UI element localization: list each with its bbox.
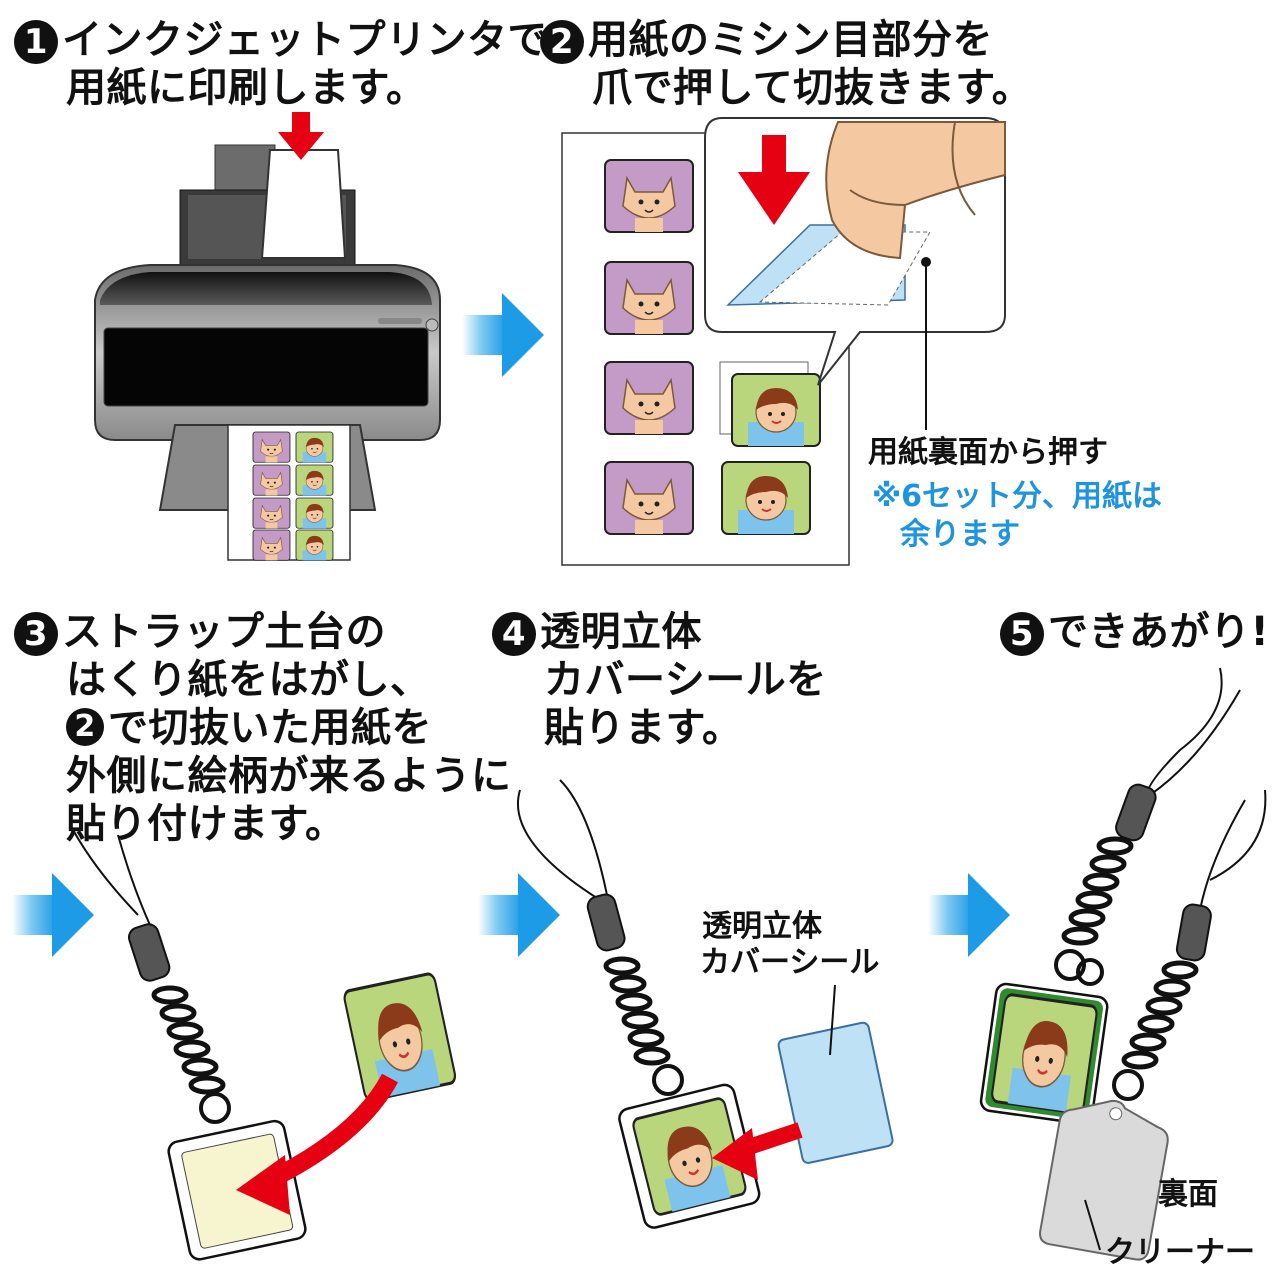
- step-3-inline-ref: 2: [66, 708, 104, 746]
- back-side-label: 裏面: [1158, 1177, 1218, 1212]
- strap-finished: [979, 667, 1267, 1261]
- step-arrow-2: [12, 873, 94, 957]
- cleaner-label: クリーナー: [1105, 1235, 1255, 1270]
- cover-seal-label-2: カバーシール: [700, 945, 880, 980]
- step-2-line-1: 用紙のミシン目部分を: [588, 17, 993, 63]
- step-2-number: 2: [540, 20, 584, 64]
- strap-step4: [516, 779, 894, 1229]
- step-1-line-2: 用紙に印刷します。: [66, 65, 427, 111]
- step-4-line-1: 透明立体: [540, 609, 702, 655]
- step-4-line-2: カバーシールを: [544, 657, 827, 703]
- step-1-line-1: インクジェットプリンタで: [62, 17, 548, 63]
- note-line-2: 余ります: [900, 517, 1020, 552]
- cover-seal-label-1: 透明立体: [702, 909, 822, 944]
- step-3-line-4: 外側に絵柄が来るように: [66, 753, 512, 799]
- step-3-line-5: 貼り付けます。: [66, 801, 346, 847]
- step-1-number: 1: [14, 20, 58, 64]
- step-3-line-3: で切抜いた用紙を: [108, 705, 432, 751]
- step-4-number: 4: [492, 612, 536, 656]
- press-from-back-label: 用紙裏面から押す: [868, 435, 1108, 470]
- step-2-line-2: 爪で押して切抜きます。: [592, 65, 1033, 111]
- step-5-line-1: できあがり!: [1048, 609, 1270, 655]
- step-3-line-1: ストラップ土台の: [62, 609, 386, 655]
- step-arrow-4: [928, 873, 1010, 957]
- strap-step3: [71, 827, 459, 1261]
- step-arrow-1: [462, 293, 544, 377]
- step-5-number: 5: [1000, 612, 1044, 656]
- step-arrow-3: [478, 873, 560, 957]
- step-3-line-2: はくり紙をはがし、: [66, 657, 431, 703]
- step-3-number: 3: [14, 612, 58, 656]
- printer-illustration: [94, 112, 441, 561]
- step-4-line-3: 貼ります。: [544, 705, 743, 751]
- note-line-1: ※6セット分、用紙は: [872, 479, 1163, 514]
- sheet-illustration: [561, 117, 1006, 566]
